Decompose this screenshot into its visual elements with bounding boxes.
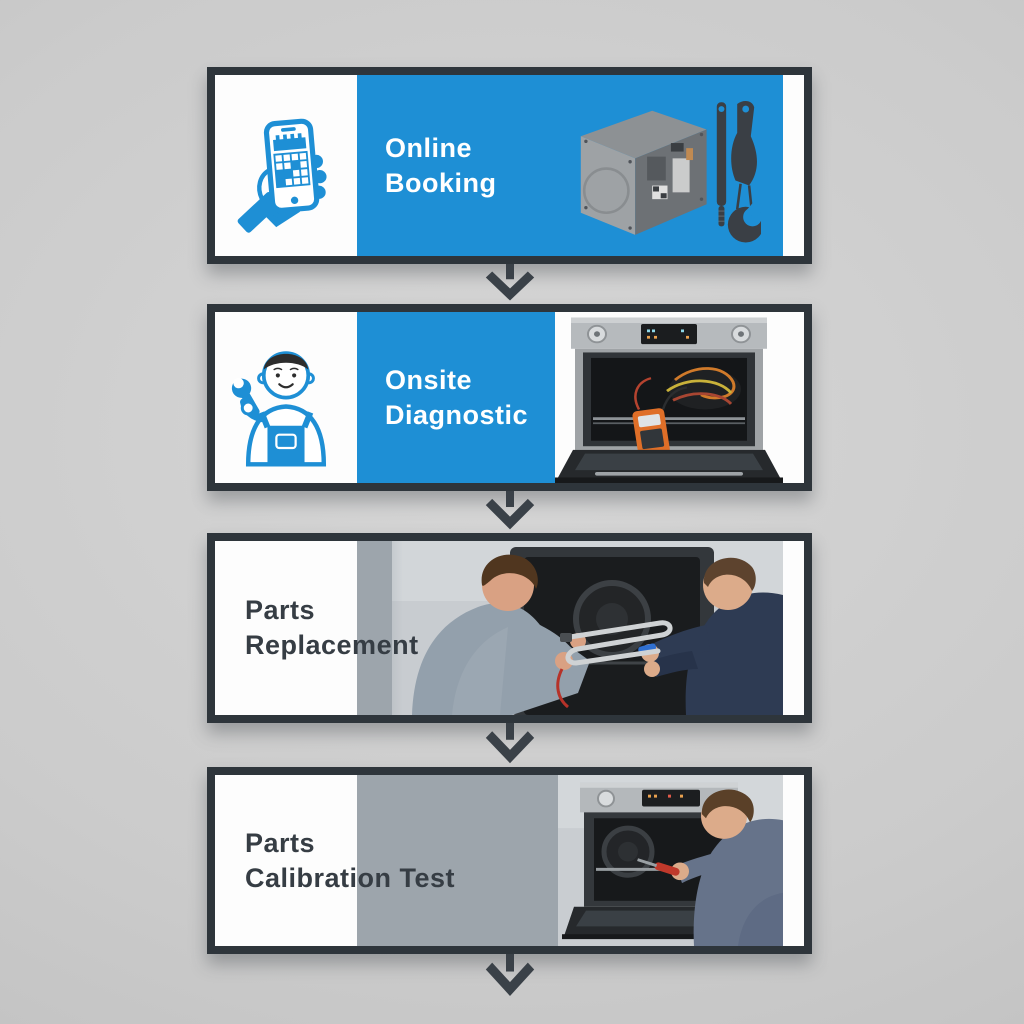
step-parts-replacement: Parts Replacement — [207, 533, 812, 723]
wrench-silhouette — [727, 100, 761, 242]
step3-right-strip — [783, 541, 804, 715]
step1-label-line2: Booking — [385, 167, 497, 198]
flow-arrow-down-1 — [485, 264, 535, 301]
red-test-lead — [556, 668, 570, 709]
step4-right-strip — [783, 775, 804, 946]
step2-content-panel: Onsite Diagnostic — [357, 312, 783, 483]
step-parts-calibration-test: Parts Calibration Test — [207, 767, 812, 954]
screwdriver-silhouette — [716, 101, 727, 226]
step4-label-line2: Calibration Test — [245, 862, 456, 893]
step3-label: Parts Replacement — [245, 593, 419, 663]
step1-label-line1: Online — [385, 132, 473, 163]
step-online-booking: Online Booking — [207, 67, 812, 264]
oven-control-unit-and-tools-image — [580, 100, 761, 242]
red-screwdriver-glyph — [637, 858, 680, 876]
multimeter-glyph — [632, 408, 670, 457]
step4-content-panel — [357, 775, 783, 946]
hand-phone-calendar-icon — [237, 118, 327, 233]
open-oven-with-multimeter-photo — [555, 312, 783, 483]
step1-label: Online Booking — [385, 131, 497, 201]
step4-label: Parts Calibration Test — [245, 826, 455, 896]
technician-testing-oven-with-screwdriver-photo — [558, 775, 783, 946]
step3-label-line1: Parts — [245, 595, 316, 625]
step2-right-strip — [783, 312, 804, 483]
step2-label: Onsite Diagnostic — [385, 363, 528, 433]
flow-arrow-down-3 — [485, 723, 535, 764]
step3-text-panel — [215, 541, 357, 715]
technician-with-wrench-icon — [231, 350, 327, 467]
step3-content-panel — [357, 541, 783, 715]
step4-text-panel — [215, 775, 357, 946]
flow-arrow-down-4 — [485, 954, 535, 997]
photo-fade-edge — [357, 541, 403, 715]
step2-label-line2: Diagnostic — [385, 399, 529, 430]
step1-icon-panel — [215, 75, 357, 256]
step1-right-strip — [783, 75, 804, 256]
step4-label-line1: Parts — [245, 827, 316, 858]
technician-right-figure — [685, 592, 783, 715]
step2-icon-panel — [215, 312, 357, 483]
flow-arrow-down-2 — [485, 491, 535, 530]
step2-label-line1: Onsite — [385, 364, 473, 395]
photo-fade-edge — [357, 775, 403, 946]
step-onsite-diagnostic: Onsite Diagnostic — [207, 304, 812, 491]
heating-element-glyph — [565, 620, 673, 666]
two-technicians-replacing-heating-element-photo — [392, 541, 783, 715]
step1-content-panel: Online Booking — [357, 75, 783, 256]
step3-label-line2: Replacement — [245, 630, 419, 660]
